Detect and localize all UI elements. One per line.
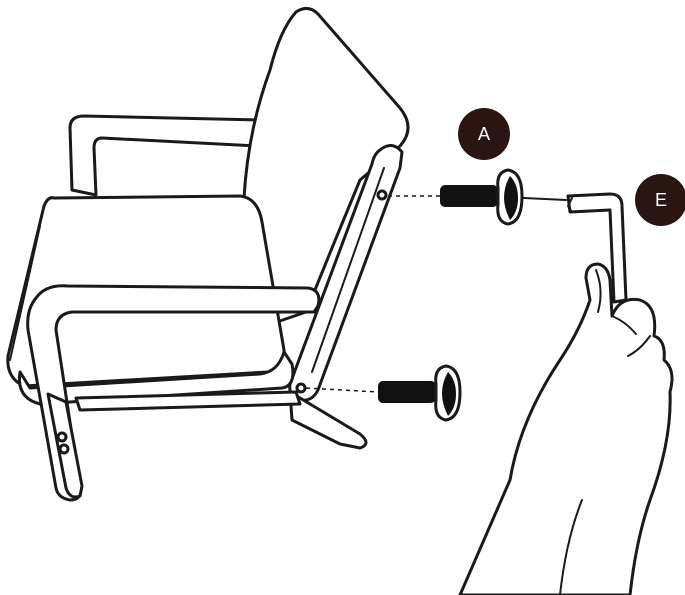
lower-bolt-hole <box>297 384 305 392</box>
bolt-icon <box>378 366 460 420</box>
front-leg-hole-upper <box>58 433 66 441</box>
label-e-badge: E <box>635 174 685 226</box>
label-a-text: A <box>478 124 490 144</box>
hand-outline <box>460 264 672 595</box>
label-a-badge: A <box>458 108 510 160</box>
upper-bolt-hole <box>378 191 386 199</box>
hand-icon <box>460 264 672 595</box>
bolt-icon <box>440 170 522 224</box>
armchair-icon <box>8 8 408 500</box>
key-guide-line <box>524 198 566 200</box>
label-e-text: E <box>655 190 667 210</box>
rear-leg <box>290 392 366 448</box>
rear-armrest <box>70 116 262 195</box>
lower-bolt-shank <box>378 381 436 403</box>
front-leg-hole-lower <box>60 445 68 453</box>
upper-bolt-shank <box>440 185 498 207</box>
